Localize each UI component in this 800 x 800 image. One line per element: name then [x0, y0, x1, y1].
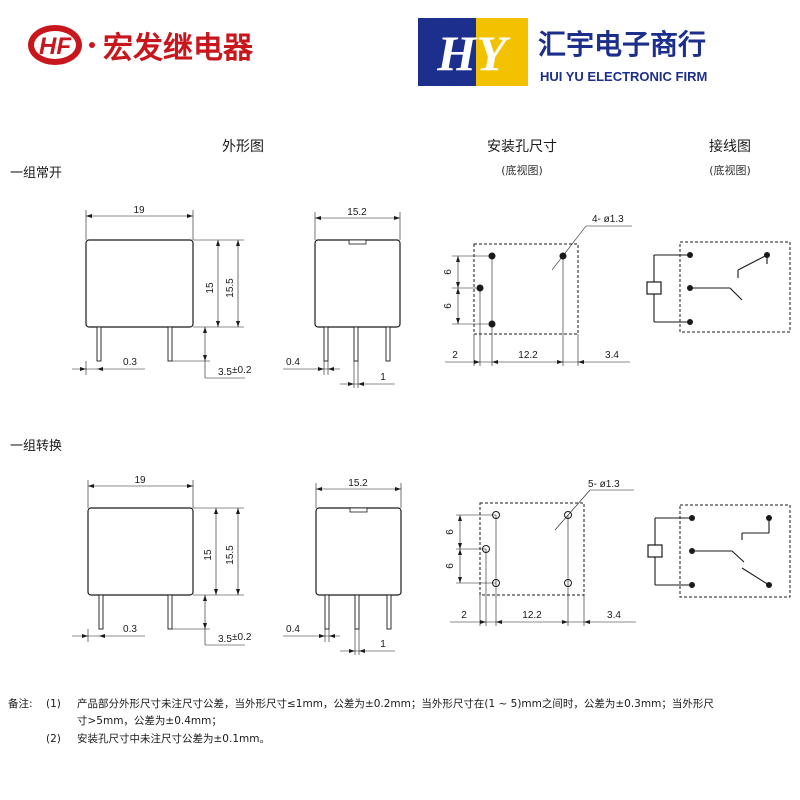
svg-text:6: 6 [445, 563, 456, 569]
svg-text:0.4: 0.4 [286, 357, 300, 368]
svg-text:15.2: 15.2 [348, 478, 368, 489]
header-outline: 外形图 [222, 139, 264, 155]
svg-text:0.3: 0.3 [123, 357, 137, 368]
note-1-line-1: 产品部分外形尺寸未注尺寸公差，当外形尺寸≤1mm，公差为±0.2mm；当外形尺寸… [77, 697, 714, 710]
mounting-holes-form-a: 6 6 2 12.2 3.4 4- ø1.3 [443, 214, 632, 366]
side-view-form-a: 15.2 0.4 1 [283, 207, 401, 388]
svg-text:15: 15 [205, 282, 216, 294]
hy-company-name-cn: 汇宇电子商行 [538, 28, 706, 61]
hy-logo: HY [418, 18, 528, 86]
svg-text:15.5: 15.5 [225, 278, 236, 298]
front-view-form-a: 19 15 15.5 0.3 3.5 ±0.2 [72, 205, 252, 379]
side-view-form-c: 15.2 0.4 1 [283, 478, 402, 655]
svg-text:12.2: 12.2 [522, 610, 542, 621]
svg-text:HF: HF [39, 33, 72, 60]
svg-text:3.5: 3.5 [218, 367, 232, 378]
note-1-number: (1) [46, 698, 61, 710]
svg-text:6: 6 [443, 269, 454, 275]
header-wiring-sub: (底视图) [709, 163, 751, 177]
svg-text:19: 19 [133, 205, 145, 216]
section-title-form-c: 一组转换 [10, 439, 62, 454]
svg-text:2: 2 [452, 350, 458, 361]
section-title-form-a: 一组常开 [10, 166, 62, 181]
svg-text:15.5: 15.5 [225, 545, 236, 565]
svg-text:6: 6 [443, 303, 454, 309]
svg-text:15.2: 15.2 [347, 207, 367, 218]
notes-label: 备注: [8, 697, 33, 710]
svg-text:5- ø1.3: 5- ø1.3 [588, 479, 620, 490]
wiring-diagram-form-a [646, 241, 791, 333]
notes-block: 备注: (1) 产品部分外形尺寸未注尺寸公差，当外形尺寸≤1mm，公差为±0.2… [8, 697, 714, 745]
svg-text:3.4: 3.4 [605, 350, 619, 361]
svg-text:0.4: 0.4 [286, 624, 300, 635]
svg-text:0.3: 0.3 [123, 624, 137, 635]
note-2-number: (2) [46, 733, 61, 745]
svg-text:±0.2: ±0.2 [232, 365, 252, 376]
header-mounting: 安装孔尺寸 [487, 139, 557, 155]
svg-text:6: 6 [445, 529, 456, 535]
svg-text:3.5: 3.5 [218, 634, 232, 645]
note-1-line-2: 寸>5mm，公差为±0.4mm； [77, 714, 222, 727]
mounting-holes-form-c: 6 6 2 12.2 3.4 5- ø1.3 [445, 479, 636, 626]
header-mounting-sub: (底视图) [501, 163, 543, 177]
svg-text:1: 1 [380, 372, 386, 383]
note-2-line-1: 安装孔尺寸中未注尺寸公差为±0.1mm。 [77, 732, 270, 745]
hf-company-name: 宏发继电器 [103, 31, 254, 66]
wiring-diagram-form-c [647, 504, 791, 598]
svg-text:4- ø1.3: 4- ø1.3 [592, 214, 624, 225]
svg-text:15: 15 [203, 549, 214, 561]
svg-text:12.2: 12.2 [518, 350, 538, 361]
svg-text:1: 1 [380, 639, 386, 650]
svg-text:±0.2: ±0.2 [232, 632, 252, 643]
svg-text:2: 2 [461, 610, 467, 621]
svg-text:19: 19 [134, 475, 146, 486]
hy-company-name-en: HUI YU ELECTRONIC FIRM [540, 69, 707, 84]
svg-text:HY: HY [436, 25, 511, 81]
hf-logo: HF [28, 25, 95, 65]
svg-text:3.4: 3.4 [607, 610, 621, 621]
header-wiring: 接线图 [709, 138, 751, 155]
front-view-form-c: 19 15 15.5 0.3 3.5 ±0.2 [72, 475, 252, 646]
